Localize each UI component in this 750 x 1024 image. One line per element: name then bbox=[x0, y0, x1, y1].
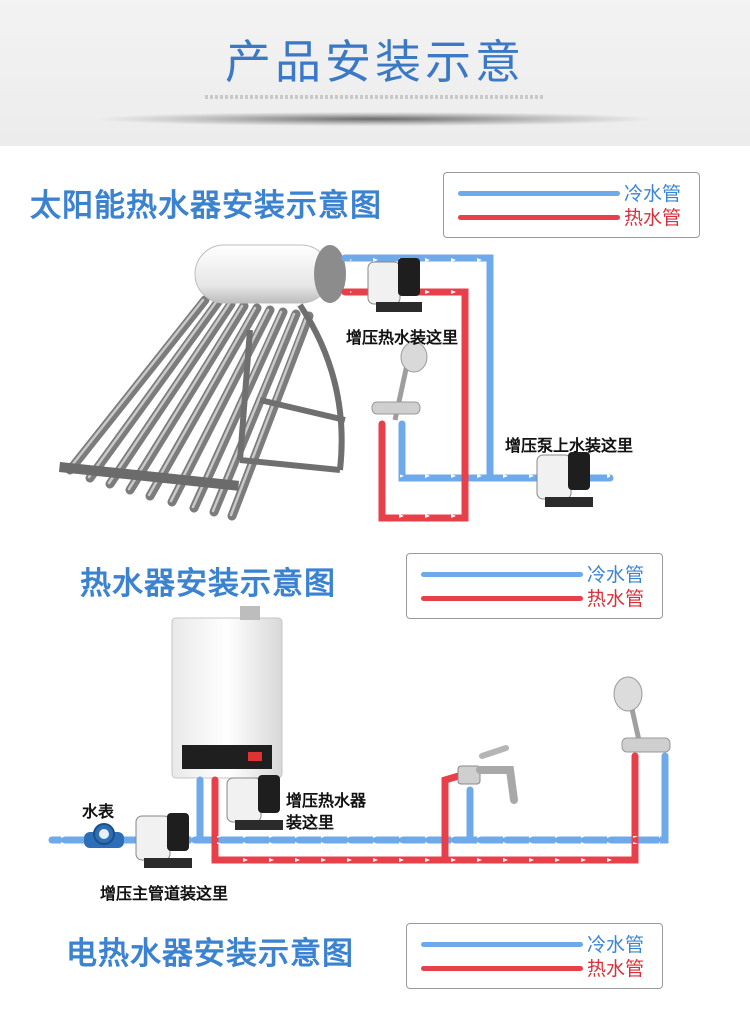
legend-cold-label: 冷水管 bbox=[624, 183, 682, 205]
legend-hot-label: 热水管 bbox=[587, 588, 645, 610]
header-divider-shadow bbox=[100, 112, 650, 126]
legend-cold-line bbox=[421, 942, 583, 947]
label-hot-pump: 增压热水装这里 bbox=[346, 328, 459, 347]
legend-cold-label: 冷水管 bbox=[587, 564, 645, 586]
booster-pump-icon bbox=[226, 775, 283, 830]
legend-electric: 冷水管 热水管 bbox=[406, 923, 663, 989]
legend-solar: 冷水管 热水管 bbox=[443, 172, 700, 238]
label-water-meter: 水表 bbox=[82, 802, 115, 821]
water-meter-icon bbox=[84, 823, 124, 848]
shower-icon bbox=[613, 676, 671, 753]
section-title-heater: 热水器安装示意图 bbox=[80, 566, 336, 602]
legend-hot-label: 热水管 bbox=[587, 958, 645, 980]
legend-cold-line bbox=[421, 572, 583, 577]
legend-cold-label: 冷水管 bbox=[587, 934, 645, 956]
legend-hot-label: 热水管 bbox=[624, 207, 682, 229]
shower-icon bbox=[371, 341, 428, 421]
header-fine-print bbox=[205, 95, 545, 99]
solar-water-heater-icon bbox=[58, 244, 346, 521]
house-pipes bbox=[48, 752, 669, 864]
section-title-electric: 电热水器安装示意图 bbox=[66, 936, 354, 972]
legend-cold-line bbox=[458, 191, 620, 196]
water-heater-icon bbox=[171, 606, 283, 779]
faucet-icon bbox=[457, 745, 518, 804]
label-heater-pump-line1: 增压热水器 bbox=[286, 791, 367, 810]
legend-hot-line bbox=[421, 596, 583, 601]
label-main-pipe-pump: 增压主管道装这里 bbox=[100, 884, 229, 903]
page-header: 产品安装示意 bbox=[0, 0, 750, 146]
legend-heater: 冷水管 热水管 bbox=[406, 553, 663, 619]
booster-pump-icon bbox=[135, 813, 192, 868]
section-title-solar: 太阳能热水器安装示意图 bbox=[30, 188, 382, 224]
legend-hot-line bbox=[458, 215, 620, 220]
legend-hot-line bbox=[421, 966, 583, 971]
label-heater-pump-line2: 装这里 bbox=[286, 813, 335, 832]
booster-pump-icon bbox=[536, 452, 593, 507]
page-title: 产品安装示意 bbox=[225, 35, 525, 89]
label-main-pump: 增压泵上水装这里 bbox=[505, 436, 634, 455]
booster-pump-icon bbox=[367, 258, 422, 312]
